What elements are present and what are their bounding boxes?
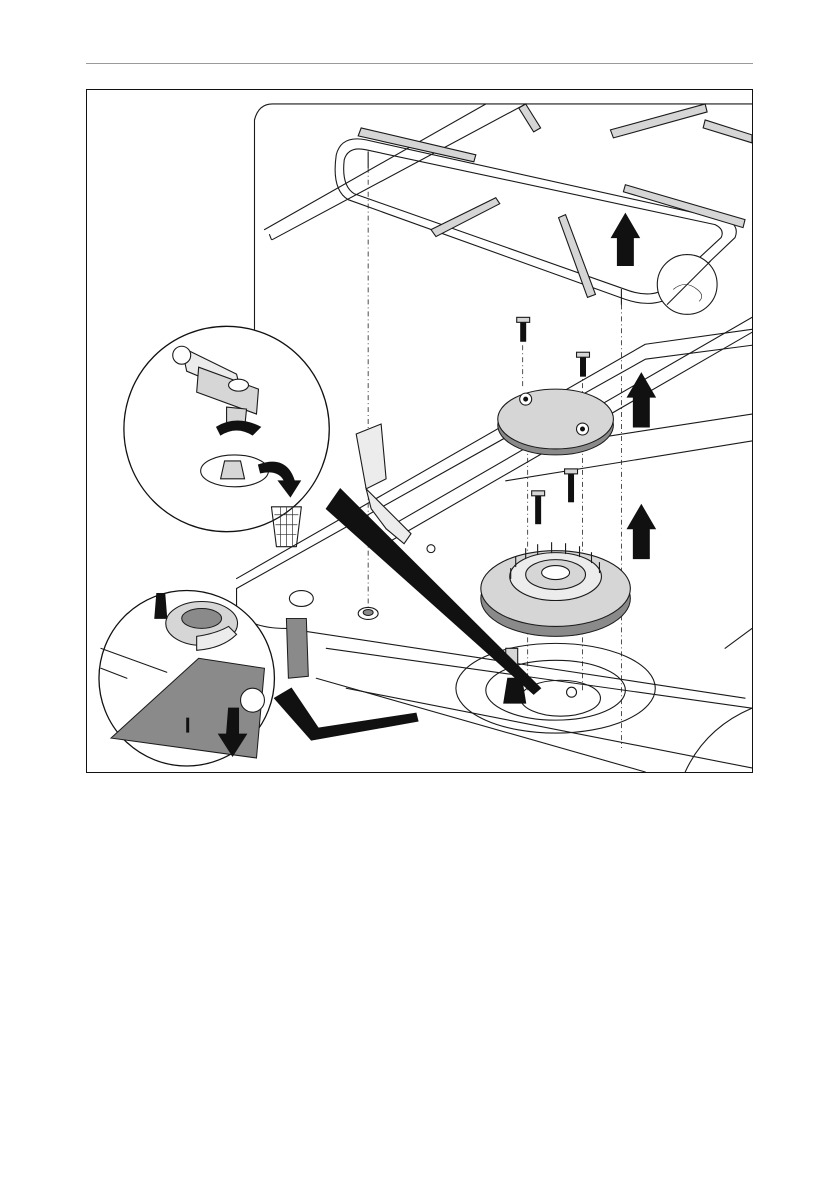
burner-crown [481, 543, 631, 637]
detail-magnifier [124, 326, 329, 546]
burner-base [456, 643, 655, 733]
header-rule [86, 63, 753, 64]
upward-arrow-icon [611, 214, 655, 559]
warning-symbol [657, 255, 717, 315]
alignment-guides [368, 168, 621, 748]
detail-magnifier [99, 591, 274, 766]
burner-removal-illustration [86, 89, 753, 773]
flame-cap [498, 389, 614, 455]
